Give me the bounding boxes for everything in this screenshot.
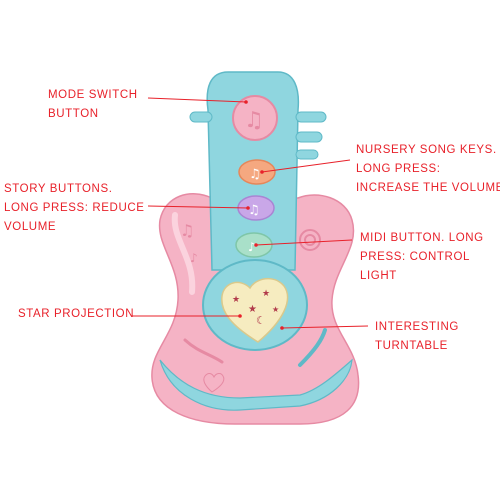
label-line: MIDI BUTTON. LONG <box>360 232 484 244</box>
label-line: TURNTABLE <box>375 340 448 352</box>
music-note-icon: ♫ <box>249 167 261 182</box>
nursery-song-keys-label: NURSERY SONG KEYS. LONG PRESS: INCREASE … <box>356 141 500 198</box>
label-line: PRESS: CONTROL <box>360 251 471 263</box>
label-line: STAR PROJECTION <box>18 308 135 320</box>
tuning-peg <box>295 149 319 160</box>
leader-line <box>261 159 351 173</box>
wave-decoration <box>183 338 224 364</box>
swirl-decoration <box>304 234 316 246</box>
midi-button-label: MIDI BUTTON. LONG PRESS: CONTROL LIGHT <box>360 229 484 286</box>
leader-line <box>147 97 247 103</box>
mode-switch-label: MODE SWITCH BUTTON <box>48 86 138 124</box>
music-note-icon: ♪ <box>248 240 256 254</box>
label-line: MODE SWITCH <box>48 89 138 101</box>
heart-decoration <box>203 373 225 393</box>
interesting-turntable-label: INTERESTING TURNTABLE <box>375 318 459 356</box>
tuning-peg <box>295 111 327 123</box>
label-line: BUTTON <box>48 108 99 120</box>
leader-dot <box>244 100 248 104</box>
label-line: INTERESTING <box>375 321 459 333</box>
music-note-icon: ♪ <box>190 251 198 265</box>
label-line: NURSERY SONG KEYS. <box>356 144 497 156</box>
label-line: INCREASE THE VOLUME. <box>356 182 500 194</box>
label-line: VOLUME <box>4 221 57 233</box>
label-line: LONG PRESS: REDUCE <box>4 202 145 214</box>
label-line: STORY BUTTONS. <box>4 183 113 195</box>
leader-line <box>281 325 369 329</box>
midi-button[interactable] <box>235 232 273 258</box>
star-icon: ★ <box>248 304 257 315</box>
star-icon: ★ <box>272 305 279 314</box>
moon-icon: ☾ <box>256 314 266 327</box>
tuning-peg <box>295 131 323 143</box>
mode-switch-button[interactable] <box>232 95 278 141</box>
leader-dot <box>260 170 264 174</box>
leader-line <box>147 205 249 209</box>
swirl-decoration <box>299 229 321 251</box>
guitar-body-pink-highlight <box>171 212 196 295</box>
star-projection-label: STAR PROJECTION <box>18 305 134 324</box>
lower-blue-panel <box>159 358 353 411</box>
leader-dot <box>238 314 242 318</box>
nursery-song-key[interactable] <box>238 159 276 185</box>
leader-line <box>255 239 353 246</box>
leader-dot <box>280 326 284 330</box>
leader-dot <box>246 206 250 210</box>
music-note-icon: ♫ <box>248 203 260 218</box>
wave-decoration <box>298 328 327 367</box>
music-note-icon: ♫ <box>244 108 264 133</box>
star-icon: ★ <box>232 295 240 305</box>
star-projection-heart[interactable] <box>221 277 289 343</box>
story-buttons-label: STORY BUTTONS. LONG PRESS: REDUCE VOLUME <box>4 180 145 237</box>
label-line: LONG PRESS: <box>356 163 441 175</box>
tuning-peg <box>189 111 213 123</box>
leader-dot <box>254 243 258 247</box>
label-line: LIGHT <box>360 270 397 282</box>
music-note-icon: ♫ <box>180 221 194 240</box>
star-icon: ★ <box>262 289 270 299</box>
